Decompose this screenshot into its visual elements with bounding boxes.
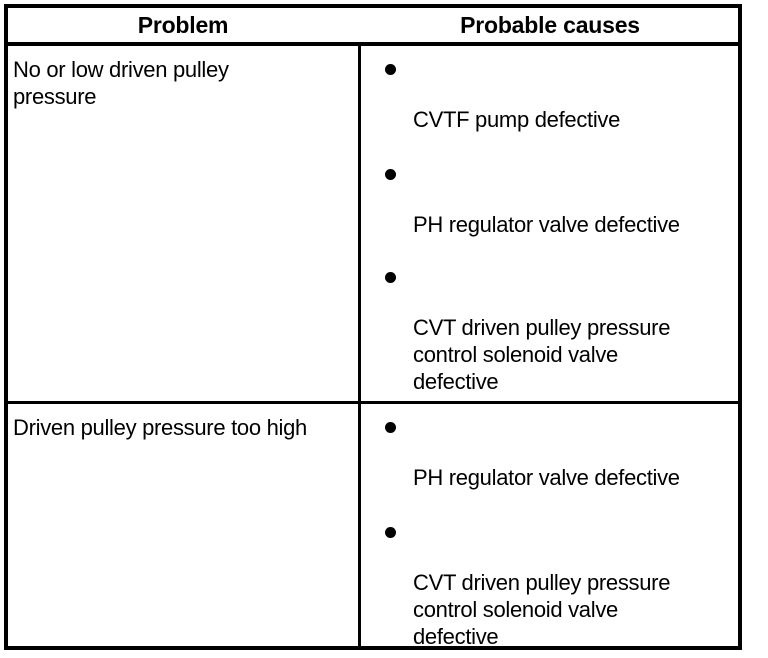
bullet-icon	[385, 422, 396, 433]
problem-text: Driven pulley pressure too high	[13, 415, 307, 440]
cause-text: CVT driven pulley pressure control solen…	[413, 315, 671, 394]
table-row: Driven pulley pressure too high PH regul…	[8, 404, 738, 650]
column-header-probable-causes: Probable causes	[460, 12, 640, 38]
row-divider	[8, 401, 738, 404]
cause-text: CVTF pump defective	[413, 107, 621, 132]
bullet-icon	[385, 527, 396, 538]
table-body: No or low driven pulley pressure CVTF pu…	[8, 46, 738, 649]
table-header-row: Problem Probable causes	[8, 8, 738, 46]
column-divider	[358, 46, 361, 646]
bullet-icon	[385, 64, 396, 75]
bullet-icon	[385, 272, 396, 283]
cell-probable-causes: PH regulator valve defective CVT driven …	[361, 404, 738, 650]
bullet-icon	[385, 169, 396, 180]
cause-text: CVT driven pulley pressure control solen…	[413, 570, 671, 649]
problem-text: No or low driven pulley pressure	[13, 57, 229, 109]
cell-probable-causes: CVTF pump defective PH regulator valve d…	[361, 46, 738, 404]
troubleshooting-table: Problem Probable causes No or low driven…	[4, 4, 742, 650]
cause-text: PH regulator valve defective	[413, 212, 680, 237]
column-header-problem: Problem	[137, 12, 229, 38]
table-row: No or low driven pulley pressure CVTF pu…	[8, 46, 738, 404]
cause-text: PH regulator valve defective	[413, 465, 680, 490]
